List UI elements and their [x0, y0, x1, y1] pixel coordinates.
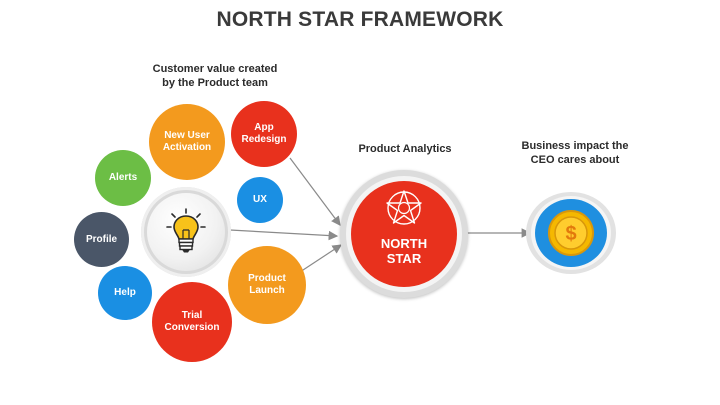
bubble-ux: UX — [237, 177, 283, 223]
bubble-app-redesign: App Redesign — [231, 101, 297, 167]
dollar-coin-icon: $ — [548, 210, 594, 256]
page-title: NORTH STAR FRAMEWORK — [216, 8, 504, 31]
compass-star-icon — [386, 190, 422, 225]
caption-product-analytics: Product Analytics — [358, 143, 452, 155]
caption-business-impact: Business impact the CEO cares about — [521, 140, 629, 166]
north-star-label: NORTH STAR — [380, 236, 428, 266]
bubble-profile: Profile — [74, 212, 129, 267]
bubble-new-user-activation: New User Activation — [149, 104, 225, 180]
caption-customer-value: Customer value created by the Product te… — [152, 63, 278, 89]
north-star-node: NORTH STAR — [340, 170, 468, 298]
arrow-product-launch — [299, 244, 343, 273]
bubble-product-launch: Product Launch — [228, 246, 306, 324]
arrow-idea — [229, 229, 339, 241]
business-impact-node: $ — [526, 192, 616, 274]
bubble-alerts: Alerts — [95, 150, 151, 206]
bubble-help: Help — [98, 266, 152, 320]
idea-bubble — [141, 187, 231, 277]
svg-text:$: $ — [565, 223, 576, 245]
arrow-app-redesign — [289, 157, 341, 226]
bubble-trial-conversion: Trial Conversion — [152, 282, 232, 362]
lightbulb-icon — [166, 208, 206, 253]
